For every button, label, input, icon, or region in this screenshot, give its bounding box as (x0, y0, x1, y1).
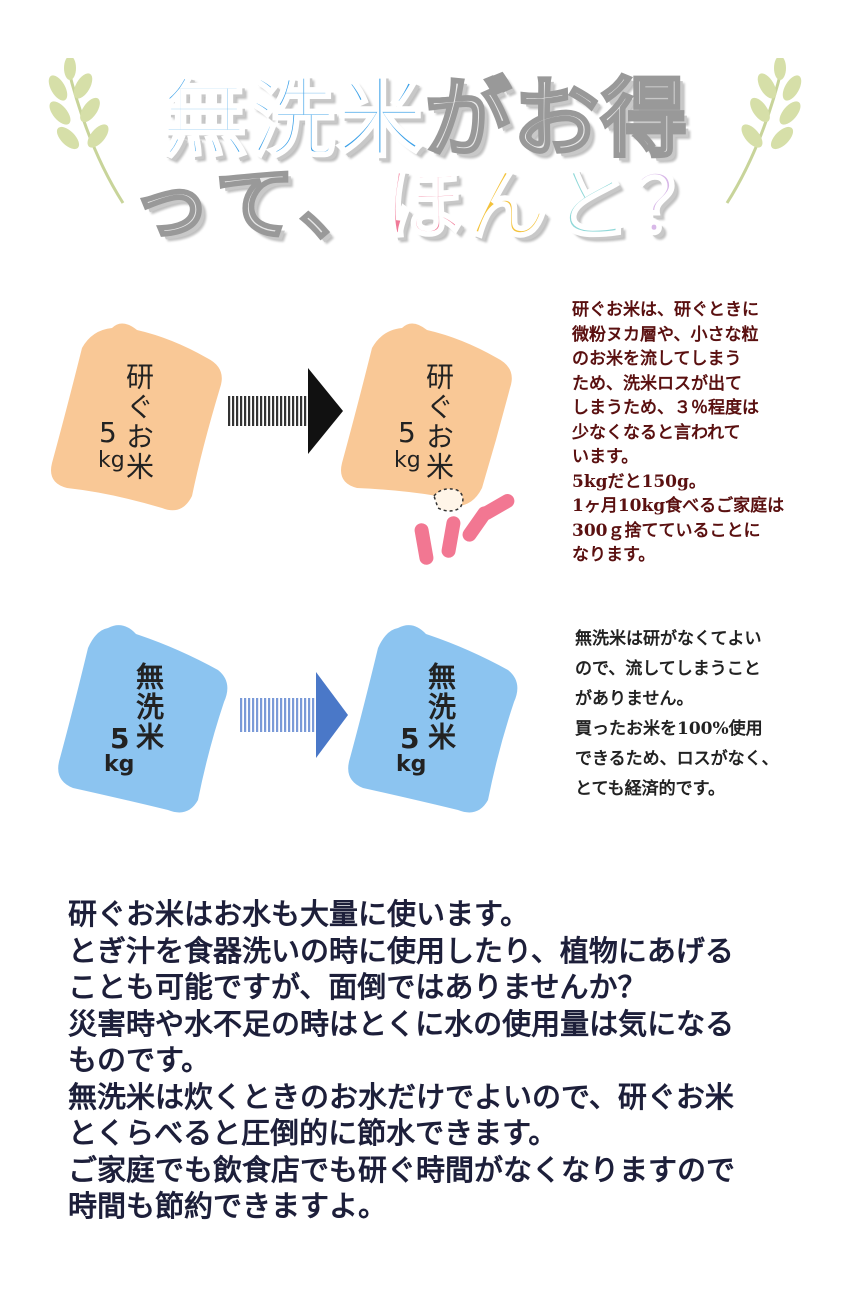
bag-label-3: 無洗米 (132, 662, 165, 752)
rice-bag-blue-2 (348, 625, 518, 813)
arrow-stripe (256, 396, 259, 426)
wheat-left-icon (48, 58, 125, 204)
arrow-stripe (268, 698, 271, 732)
arrow-stripe (304, 698, 307, 732)
bag-label-1: 研ぐお米 (122, 362, 155, 482)
title-char: 洗 (248, 68, 337, 171)
title-char: て (214, 157, 299, 253)
arrow-stripe (300, 396, 303, 426)
arrow-stripe (240, 396, 243, 426)
arrow-right-icon (228, 368, 343, 454)
rice-bag-blue-1 (58, 625, 228, 813)
arrow-stripe (228, 396, 231, 426)
arrow-stripe (256, 698, 259, 732)
arrow-right-blue-icon (240, 672, 348, 758)
title-line-2: って、ほんと？ (0, 140, 850, 256)
arrow-stripe (288, 698, 291, 732)
arrow-stripe (264, 396, 267, 426)
title-char: ほ (382, 157, 467, 253)
arrow-stripe (244, 396, 247, 426)
title-char: 得 (600, 68, 689, 171)
title-char: ？ (634, 157, 719, 253)
arrow-stripe (260, 396, 263, 426)
arrow-stripe (244, 698, 247, 732)
arrow-stripe (292, 698, 295, 732)
title-char: 米 (336, 68, 425, 171)
arrow-stripe (296, 698, 299, 732)
title-char: お (512, 68, 601, 171)
bag-weight-3: 5 (110, 722, 130, 755)
arrow-stripe (264, 698, 267, 732)
arrow-stripe (272, 396, 275, 426)
wheat-right-icon (725, 58, 802, 204)
arrow-stripe (284, 396, 287, 426)
arrow-stripe (300, 698, 303, 732)
bag-unit-1: kg (98, 448, 125, 473)
arrow-stripe (280, 396, 283, 426)
arrow-stripe (276, 396, 279, 426)
bag-weight-1: 5 (99, 416, 117, 449)
arrow-stripe (304, 396, 307, 426)
bag-weight-4: 5 (400, 722, 420, 755)
arrow-stripe (268, 396, 271, 426)
arrow-stripe (248, 698, 251, 732)
arrow-stripe (252, 396, 255, 426)
arrow-stripe (292, 396, 295, 426)
arrow-stripe (252, 698, 255, 732)
bag-unit-2: kg (394, 448, 421, 473)
bag-label-4: 無洗米 (424, 662, 457, 752)
arrow-stripe (312, 698, 315, 732)
arrow-stripe (272, 698, 275, 732)
title-char: 無 (160, 68, 249, 171)
title-char: っ (130, 157, 215, 253)
bag-unit-3: kg (104, 752, 135, 777)
bag-unit-4: kg (396, 752, 427, 777)
arrow-stripe (288, 396, 291, 426)
title-line-1: 無洗米がお得 (0, 48, 850, 173)
arrow-stripe (248, 396, 251, 426)
rice-bag-orange-2 (341, 323, 515, 565)
arrow-stripe (296, 396, 299, 426)
note-washed-rice: 研ぐお米は、研ぐときに 微粉ヌカ層や、小さな粒 のお米を流してしまう ため、洗米… (572, 300, 785, 565)
arrow-stripe (236, 396, 239, 426)
note-musenmai: 無洗米は研がなくてよい ので、流してしまうこと がありません。 買ったお米を10… (575, 629, 779, 799)
arrow-stripe (308, 698, 311, 732)
bag-label-2: 研ぐお米 (422, 362, 455, 482)
rice-bag-orange-1 (51, 323, 222, 511)
bag-weight-2: 5 (398, 416, 416, 449)
title-char: ん (466, 157, 551, 253)
arrow-stripe (284, 698, 287, 732)
arrow-stripe (276, 698, 279, 732)
body-text: 研ぐお米はお水も大量に使います。 とぎ汁を食器洗いの時に使用したり、植物にあげる… (68, 897, 736, 1223)
arrow-stripe (232, 396, 235, 426)
title-char: 、 (298, 157, 383, 253)
arrow-stripe (280, 698, 283, 732)
arrow-stripe (240, 698, 243, 732)
arrow-stripe (260, 698, 263, 732)
title-char: と (550, 157, 635, 253)
title-char: が (424, 68, 513, 171)
